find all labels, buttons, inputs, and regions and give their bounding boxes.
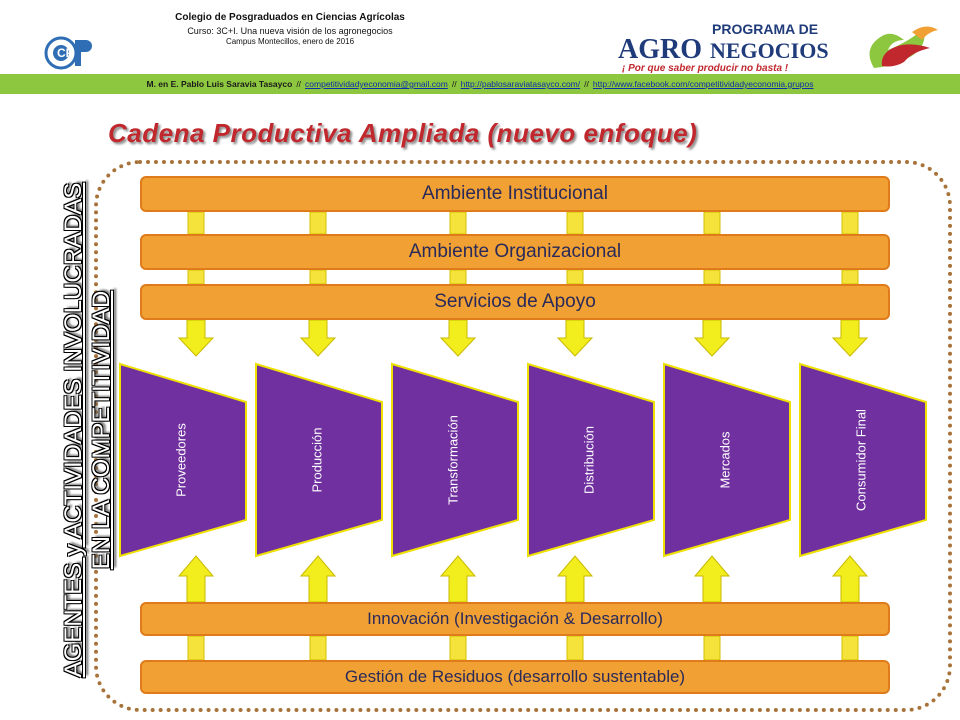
dotted-frame [94,160,952,712]
connector-bar [309,269,327,285]
connector-bar [449,269,467,285]
cp-logo-text: CP [57,46,74,60]
down-arrow-icon [693,319,731,357]
facebook-link[interactable]: http://www.facebook.com/competitividadye… [592,79,814,89]
connector-bar [566,269,584,285]
up-arrow-icon [299,555,337,603]
chain-stage-label: Consumidor Final [853,409,868,511]
cp-logo: CP [44,36,92,75]
connector-bar [841,635,859,661]
band-institutional: Ambiente Institucional [140,176,890,212]
down-arrow-icon [439,319,477,357]
campus-date: Campus Montecillos, enero de 2016 [225,37,355,46]
down-arrow-icon [299,319,337,357]
contact-bar: M. en E. Pablo Luis Saravia Tasayco // c… [0,74,960,94]
band-label: Ambiente Organizacional [408,241,622,262]
connector-bar [703,211,721,235]
band-label: Servicios de Apoyo [434,291,596,312]
connector-bar [841,211,859,235]
chain-stages-group: Proveedores Producción Transformación Distr… [119,362,927,558]
chain-stage-label: Proveedores [173,423,188,497]
chain-stage-2: Producción [255,362,383,558]
up-arrow-icon [556,555,594,603]
down-arrow-icon [831,319,869,357]
flame-icon [912,26,938,40]
connector-bar [703,269,721,285]
separator: // [451,79,457,89]
connector-bar [841,269,859,285]
up-arrow-icon [439,555,477,603]
logo-slogan-text: ¡ Por que saber producir no basta ! [622,63,789,74]
up-arrow-icon [177,555,215,603]
connector-bar [566,635,584,661]
slide-title: Cadena Productiva Ampliada (nuevo enfoqu… [108,118,698,148]
connector-bar [309,635,327,661]
swirl-icon [881,44,930,67]
arrows-group [177,319,869,603]
agronegocios-logo: PROGRAMA DE AGRO NEGOCIOS ¡ Por que sabe… [612,18,948,79]
connectors-group [187,211,859,661]
connector-bar [566,211,584,235]
connector-bar [187,269,205,285]
blog-link[interactable]: http://pablosaraviatasayco.com/ [460,79,581,89]
band-label: Gestión de Residuos (desarrollo sustenta… [344,667,686,686]
down-arrow-icon [556,319,594,357]
logo-agro-text: AGRO [618,34,702,65]
up-arrow-icon [693,555,731,603]
chain-stage-label: Transformación [445,415,460,505]
up-arrow-icon [831,555,869,603]
band-organizational: Ambiente Organizacional [140,234,890,270]
chain-stage-label: Distribución [581,426,596,494]
chain-stage-4: Distribución [527,362,655,558]
band-support-services: Servicios de Apoyo [140,284,890,320]
logo-program-text: PROGRAMA DE [712,21,818,37]
chain-stage-6: Consumidor Final [799,362,927,558]
email-link[interactable]: competitividadyeconomia@gmail.com [305,79,448,89]
logo-negocios-text: NEGOCIOS [710,38,829,63]
author-name: M. en E. Pablo Luis Saravia Tasayco [146,79,293,89]
institution-name: Colegio de Posgraduados en Ciencias Agrí… [175,12,405,23]
connector-bar [449,635,467,661]
connector-bar [703,635,721,661]
chain-stage-label: Producción [309,427,324,492]
band-label: Innovación (Investigación & Desarrollo) [367,609,663,628]
course-name: Curso: 3C+I. Una nueva visión de los agr… [187,26,393,36]
chain-stage-label: Mercados [717,431,732,489]
band-label: Ambiente Institucional [422,183,608,204]
separator: // [296,79,302,89]
chain-stage-3: Transformación [391,362,519,558]
header-institution-block: Colegio de Posgraduados en Ciencias Agrí… [130,12,450,46]
chain-stage-5: Mercados [663,362,791,558]
down-arrow-icon [177,319,215,357]
separator: // [584,79,589,89]
connector-bar [187,211,205,235]
band-innovation: Innovación (Investigación & Desarrollo) [140,602,890,636]
connector-bar [187,635,205,661]
connector-bar [309,211,327,235]
chain-stage-1: Proveedores [119,362,247,558]
connector-bar [449,211,467,235]
band-waste-management: Gestión de Residuos (desarrollo sustenta… [140,660,890,694]
